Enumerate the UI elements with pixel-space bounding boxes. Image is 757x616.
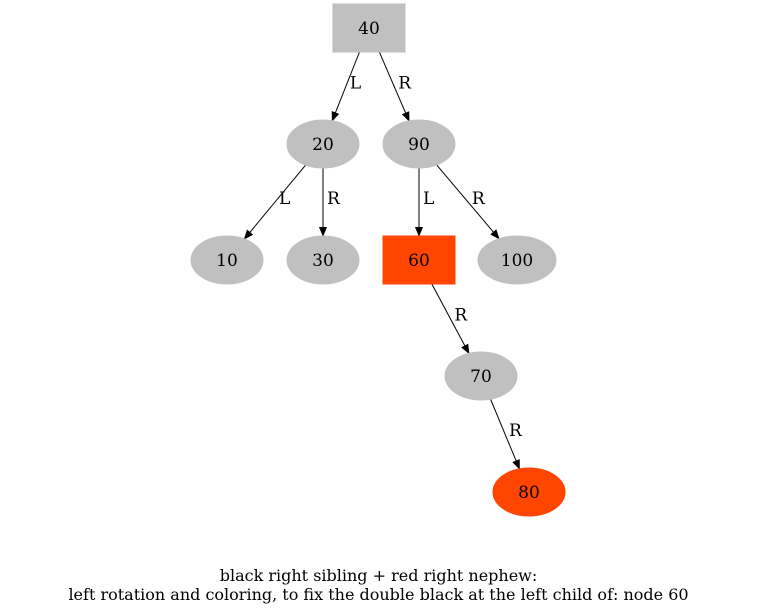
edge-label-n90-n100: R bbox=[472, 189, 486, 209]
node-label-70: 70 bbox=[470, 367, 492, 387]
tree-node-70: 70 bbox=[444, 351, 518, 401]
node-shape-100 bbox=[477, 235, 557, 285]
edge-n90-n100 bbox=[436, 164, 500, 240]
node-label-30: 30 bbox=[312, 251, 334, 271]
tree-node-60: 60 bbox=[382, 235, 456, 285]
tree-node-100: 100 bbox=[477, 235, 557, 285]
edge-label-n40-n90: R bbox=[398, 73, 412, 93]
nodes-layer: 40 20 90 10 30 60 100 70 80 bbox=[190, 3, 566, 517]
node-label-20: 20 bbox=[312, 135, 334, 155]
node-shape-90 bbox=[382, 119, 456, 169]
node-shape-40 bbox=[332, 3, 406, 53]
edge-n60-n70 bbox=[431, 283, 470, 355]
node-label-60: 60 bbox=[408, 251, 430, 271]
node-label-10: 10 bbox=[216, 251, 238, 271]
caption: black right sibling + red right nephew: … bbox=[68, 566, 688, 604]
edge-n70-n80 bbox=[490, 398, 520, 470]
node-shape-20 bbox=[286, 119, 360, 169]
edge-label-n90-n60: L bbox=[423, 189, 434, 209]
node-shape-10 bbox=[190, 235, 264, 285]
node-label-40: 40 bbox=[358, 19, 380, 39]
edge-label-n20-n30: R bbox=[327, 189, 341, 209]
tree-node-40: 40 bbox=[332, 3, 406, 53]
tree-node-80: 80 bbox=[492, 467, 566, 517]
edge-label-n20-n10: L bbox=[279, 189, 290, 209]
node-shape-60 bbox=[382, 235, 456, 285]
node-label-100: 100 bbox=[501, 251, 533, 271]
caption-line-1: black right sibling + red right nephew: bbox=[220, 566, 538, 585]
edge-label-n60-n70: R bbox=[454, 306, 468, 326]
edge-n40-n90 bbox=[378, 51, 410, 122]
tree-node-10: 10 bbox=[190, 235, 264, 285]
caption-line-2: left rotation and coloring, to fix the d… bbox=[68, 585, 688, 604]
node-shape-80 bbox=[492, 467, 566, 517]
node-shape-30 bbox=[286, 235, 360, 285]
tree-node-30: 30 bbox=[286, 235, 360, 285]
edge-label-n40-n20: L bbox=[350, 73, 361, 93]
edges-layer: L R L R L R R R bbox=[243, 51, 523, 470]
node-label-80: 80 bbox=[518, 483, 540, 503]
tree-node-20: 20 bbox=[286, 119, 360, 169]
edge-n40-n20 bbox=[331, 51, 360, 122]
tree-node-90: 90 bbox=[382, 119, 456, 169]
node-shape-70 bbox=[444, 351, 518, 401]
edge-n20-n10 bbox=[243, 164, 306, 240]
node-label-90: 90 bbox=[408, 135, 430, 155]
edge-label-n70-n80: R bbox=[509, 421, 523, 441]
